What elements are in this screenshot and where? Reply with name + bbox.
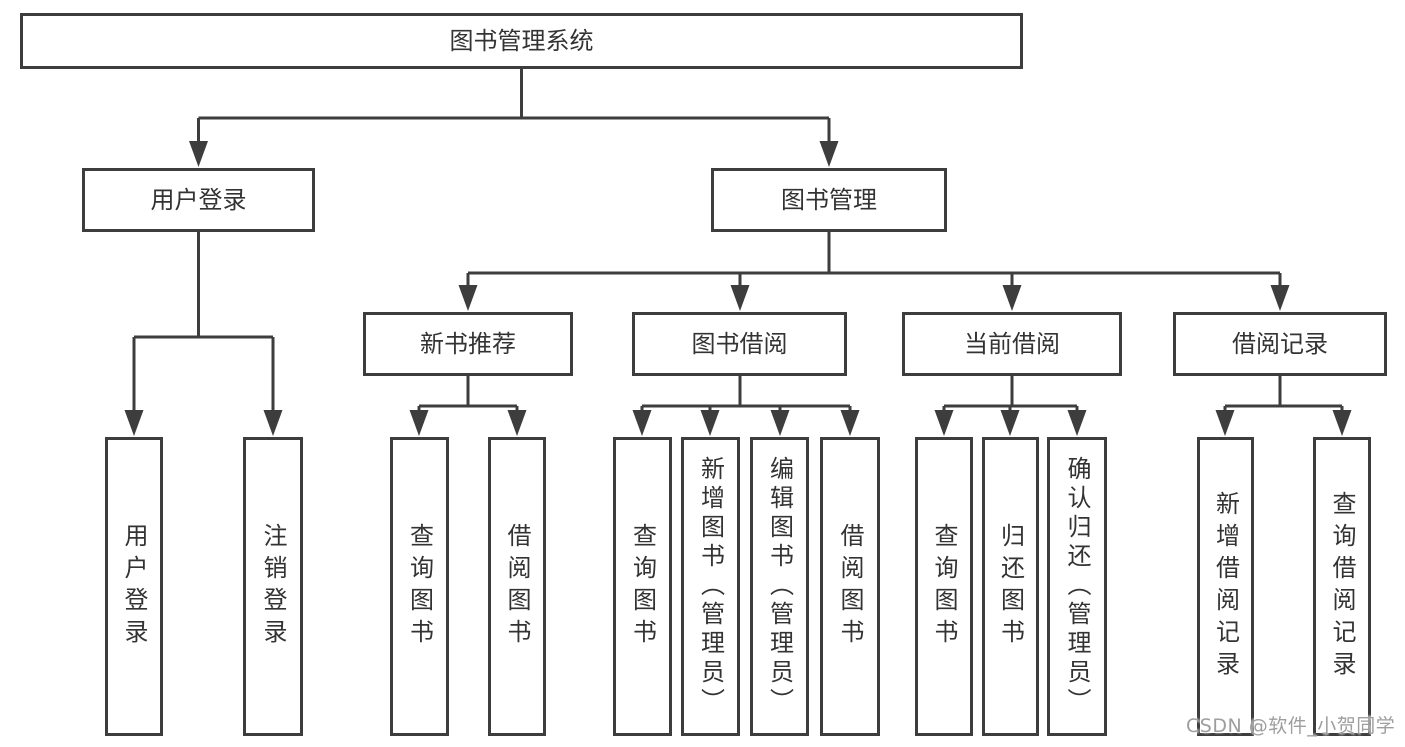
node-root-label: 图书管理系统: [449, 27, 594, 55]
leaf-current-query-books-label: 查询图书: [930, 522, 958, 651]
arrow-to-cb-confirm: [1067, 410, 1087, 436]
arrow-to-leaf-user-login: [124, 410, 144, 436]
arrow-to-br-query: [1332, 410, 1352, 436]
connector-root-branch: [197, 69, 831, 144]
arrow-to-cb-query: [934, 410, 954, 436]
arrow-to-borrow-records: [1270, 285, 1290, 311]
leaf-borrow-borrow-books: 借阅图书: [820, 437, 880, 736]
arrow-to-nb-query: [409, 410, 429, 436]
connector-user-login-branch: [132, 232, 275, 413]
node-borrow-records: 借阅记录: [1173, 312, 1387, 376]
leaf-newbooks-borrow-books-label: 借阅图书: [503, 522, 531, 651]
connector-new-books-split: [417, 376, 519, 413]
leaf-records-query-record-label: 查询借阅记录: [1328, 490, 1356, 683]
leaf-records-add-record-label: 新增借阅记录: [1211, 490, 1240, 683]
leaf-user-login: 用户登录: [105, 437, 163, 736]
node-book-borrow: 图书借阅: [632, 312, 847, 376]
leaf-borrow-query-books: 查询图书: [613, 437, 672, 736]
arrow-to-bb-add: [700, 410, 720, 436]
node-user-login: 用户登录: [82, 168, 315, 232]
arrow-to-new-books: [458, 285, 478, 311]
leaf-borrow-add-books-admin-label: 新增图书（管理员）: [696, 456, 725, 717]
arrow-to-current-borrow: [1002, 285, 1022, 311]
leaf-borrow-add-books-admin: 新增图书（管理员）: [681, 437, 740, 736]
node-borrow-records-label: 借阅记录: [1232, 330, 1328, 358]
leaf-newbooks-borrow-books: 借阅图书: [488, 437, 546, 736]
leaf-current-confirm-return-admin: 确认归还（管理员）: [1047, 437, 1107, 736]
leaf-logout: 注销登录: [243, 437, 303, 736]
node-current-borrow: 当前借阅: [902, 312, 1122, 376]
leaf-borrow-edit-books-admin-label: 编辑图书（管理员）: [765, 456, 794, 717]
connector-current-borrow-split: [942, 376, 1079, 413]
arrow-to-br-add: [1215, 410, 1235, 436]
leaf-logout-label: 注销登录: [259, 522, 287, 651]
node-new-books: 新书推荐: [363, 312, 573, 376]
node-book-mgmt-label: 图书管理: [781, 186, 877, 214]
node-root: 图书管理系统: [20, 13, 1023, 69]
node-current-borrow-label: 当前借阅: [964, 330, 1060, 358]
arrow-to-leaf-logout: [263, 410, 283, 436]
arrow-to-nb-borrow: [507, 410, 527, 436]
leaf-current-confirm-return-admin-label: 确认归还（管理员）: [1063, 456, 1091, 717]
arrow-to-user-login: [189, 141, 208, 167]
leaf-user-login-label: 用户登录: [120, 522, 148, 651]
connector-borrow-records-split: [1223, 376, 1344, 413]
arrowheads: [124, 141, 1352, 436]
arrow-to-book-mgmt: [819, 141, 839, 167]
leaf-records-query-record: 查询借阅记录: [1313, 437, 1371, 736]
node-user-login-label: 用户登录: [150, 186, 247, 214]
leaf-current-return-books-label: 归还图书: [996, 522, 1025, 651]
watermark: CSDN @软件_小贺同学: [1186, 715, 1396, 737]
leaf-current-return-books: 归还图书: [982, 437, 1039, 736]
leaf-newbooks-query-books-label: 查询图书: [405, 522, 434, 651]
leaf-borrow-edit-books-admin: 编辑图书（管理员）: [750, 437, 809, 736]
arrow-to-bb-query: [632, 410, 652, 436]
node-book-borrow-label: 图书借阅: [691, 330, 788, 358]
leaf-newbooks-query-books: 查询图书: [390, 437, 449, 736]
arrow-to-bb-borrow: [840, 410, 860, 436]
arrow-to-book-borrow: [730, 285, 750, 311]
arrow-to-bb-edit: [770, 410, 790, 436]
connector-book-mgmt-branch: [466, 232, 1282, 288]
node-book-mgmt: 图书管理: [711, 168, 947, 232]
leaf-borrow-query-books-label: 查询图书: [628, 522, 657, 651]
leaf-records-add-record: 新增借阅记录: [1197, 437, 1254, 736]
node-new-books-label: 新书推荐: [420, 330, 516, 358]
connector-book-borrow-split: [640, 376, 852, 413]
leaf-current-query-books: 查询图书: [915, 437, 973, 736]
arrow-to-cb-return: [1000, 410, 1020, 436]
leaf-borrow-borrow-books-label: 借阅图书: [836, 522, 864, 651]
